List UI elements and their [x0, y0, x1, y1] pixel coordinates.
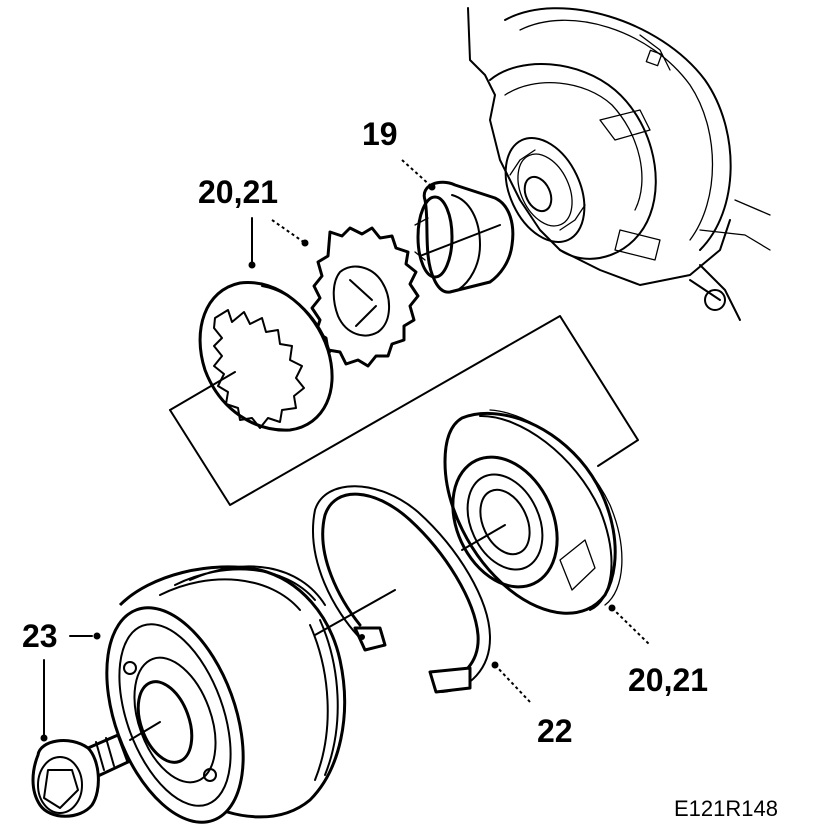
bolt — [31, 733, 130, 818]
part-19-spacer — [414, 180, 515, 294]
callout-22: 22 — [537, 713, 573, 749]
compressor-housing — [467, 7, 771, 321]
callout-20-21-top: 20,21 — [198, 174, 279, 210]
callout-20-21-bottom: 20,21 — [628, 662, 709, 698]
callout-19: 19 — [362, 116, 398, 152]
figure-reference-code: E121R148 — [674, 796, 778, 821]
group-bracket — [169, 315, 639, 506]
part-20-21-disc — [198, 281, 334, 432]
part-22-snap-ring — [312, 485, 491, 694]
leader-lines — [40, 159, 651, 742]
part-23-pulley — [105, 565, 347, 824]
part-20-21-ring — [443, 409, 623, 615]
part-20-21-hub — [310, 226, 420, 368]
callout-23: 23 — [22, 618, 58, 654]
